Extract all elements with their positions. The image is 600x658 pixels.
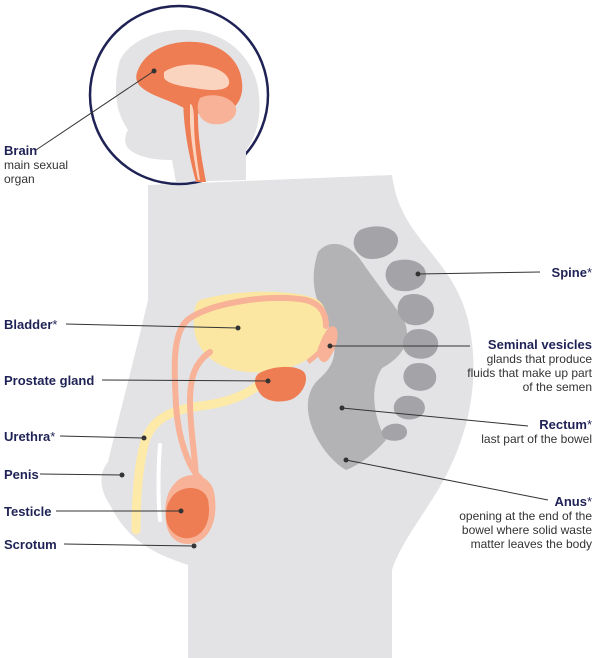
rectum-title: Rectum: [539, 417, 587, 432]
rectum-line: [341, 407, 529, 427]
spine-asterisk: *: [586, 265, 592, 280]
rectum-label: Rectum* last part of the bowel: [452, 417, 592, 446]
vertebra: [385, 259, 426, 292]
scrotum-line: [63, 543, 195, 547]
anus-label: Anus* opening at the end of the bowel wh…: [442, 494, 592, 551]
leader-dots: [119, 68, 421, 549]
penis-title: Penis: [4, 467, 39, 482]
bladder-organ: [193, 291, 328, 373]
prostate-label: Prostate gland: [4, 373, 94, 388]
brain-title: Brain: [4, 143, 38, 158]
leader-lines: [35, 70, 549, 547]
bladder-label: Bladder*: [4, 317, 57, 332]
brain-inner: [164, 64, 230, 90]
bladder-asterisk: *: [52, 317, 58, 332]
testicle-organ: [166, 488, 210, 539]
vertebra: [403, 362, 437, 391]
rectum-desc: last part of the bowel: [481, 432, 592, 446]
vertebra: [381, 423, 408, 441]
scrotum-title: Scrotum: [4, 537, 57, 552]
anus-desc: opening at the end of the bowel where so…: [459, 509, 592, 551]
seminal-label: Seminal vesicles glands that produce flu…: [462, 337, 592, 394]
brain-inset: [88, 4, 270, 186]
bladder-title: Bladder: [4, 317, 53, 332]
spine-label: Spine*: [552, 265, 592, 280]
pelvic-region: [307, 243, 408, 470]
vas-deferens: [171, 295, 329, 481]
rectum-asterisk: *: [586, 417, 592, 432]
brain-stem-highlight: [190, 104, 200, 180]
prostate-organ: [255, 366, 307, 402]
urethra-asterisk: *: [50, 429, 56, 444]
bladder-line: [65, 323, 239, 329]
seminal-desc: glands that produce fluids that make up …: [467, 352, 592, 394]
penis-organ: [156, 443, 162, 522]
anus-asterisk: *: [586, 494, 592, 509]
penis-label: Penis: [4, 467, 39, 482]
testicle-label: Testicle: [4, 504, 51, 519]
brain-desc: main sexual organ: [4, 158, 69, 186]
anus-line: [345, 459, 549, 501]
vertebra: [397, 293, 434, 326]
cerebellum: [197, 95, 237, 125]
brain-label: Brain main sexual organ: [4, 143, 94, 186]
vertebra: [402, 328, 439, 359]
urethra-line: [59, 435, 145, 439]
seminal-vesicle-organ: [317, 326, 338, 363]
seminal-vesicle-duct: [306, 342, 329, 364]
penis-line: [39, 473, 123, 476]
urethra-title: Urethra: [4, 429, 51, 444]
vas-deferens: [186, 349, 213, 485]
urethra-label: Urethra*: [4, 429, 55, 444]
vertebra: [353, 226, 398, 260]
prostate-title: Prostate gland: [4, 373, 95, 388]
spine-line: [417, 271, 541, 275]
anus-title: Anus: [554, 494, 587, 509]
scrotum-label: Scrotum: [4, 537, 57, 552]
spine-title: Spine: [551, 265, 587, 280]
urethra-organ: [131, 367, 273, 535]
prostate-line: [101, 379, 269, 382]
brain-line: [35, 70, 155, 151]
seminal-title: Seminal vesicles: [487, 337, 592, 352]
testicle-title: Testicle: [4, 504, 52, 519]
